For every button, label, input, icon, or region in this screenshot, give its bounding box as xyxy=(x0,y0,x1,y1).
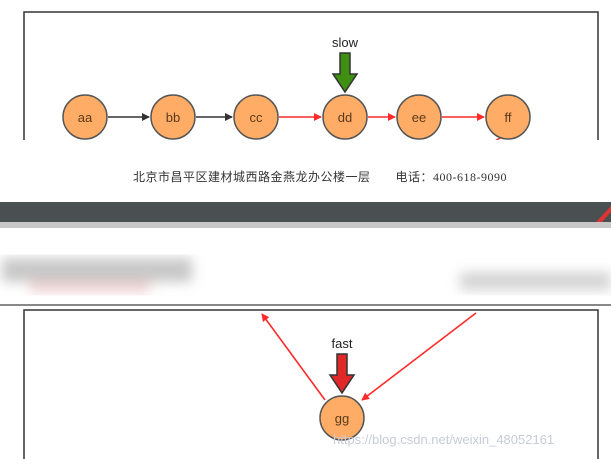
node-circle xyxy=(150,94,196,140)
node-label: dd xyxy=(338,110,352,125)
blurred-content xyxy=(2,258,611,292)
edge-gg-cc xyxy=(261,313,326,401)
footer-dark-band xyxy=(0,202,611,222)
address-text: 北京市昌平区建材城西路金燕龙办公楼一层 电话：400-618-9090 xyxy=(133,170,507,184)
pointer-fast: fast xyxy=(328,336,356,395)
node-label: cc xyxy=(250,110,264,125)
blurred-region-bottom-border xyxy=(0,304,611,306)
pointers-layer: slow fast xyxy=(328,35,359,395)
node-circle xyxy=(319,395,365,441)
node-cc: cc xyxy=(233,94,279,140)
node-ff: ff xyxy=(485,94,531,140)
node-circle xyxy=(322,94,368,140)
node-label: gg xyxy=(335,411,349,426)
bottom-panel-frame xyxy=(23,309,599,459)
node-circle xyxy=(396,94,442,140)
node-ee: ee xyxy=(396,94,442,140)
footer-strip xyxy=(0,140,611,202)
node-circle xyxy=(233,94,279,140)
node-bb: bb xyxy=(150,94,196,140)
nodes-layer: aa bb cc dd ee ff gg xyxy=(62,94,531,441)
footer-red-corner xyxy=(596,206,611,222)
pointer-arrow xyxy=(328,353,356,395)
node-label: ee xyxy=(412,110,426,125)
node-aa: aa xyxy=(62,94,108,140)
watermark-text: https://blog.csdn.net/weixin_48052161 xyxy=(333,432,555,447)
node-label: aa xyxy=(78,110,93,125)
node-label: bb xyxy=(166,110,180,125)
node-circle xyxy=(485,94,531,140)
node-label: ff xyxy=(505,110,512,125)
pointer-label: fast xyxy=(332,336,353,351)
node-circle xyxy=(62,94,108,140)
node-gg: gg xyxy=(319,395,365,441)
pointer-label: slow xyxy=(332,35,359,50)
node-dd: dd xyxy=(322,94,368,140)
pointer-arrow xyxy=(331,52,359,94)
pointer-slow: slow xyxy=(331,35,359,94)
footer-gray-line xyxy=(0,222,611,228)
